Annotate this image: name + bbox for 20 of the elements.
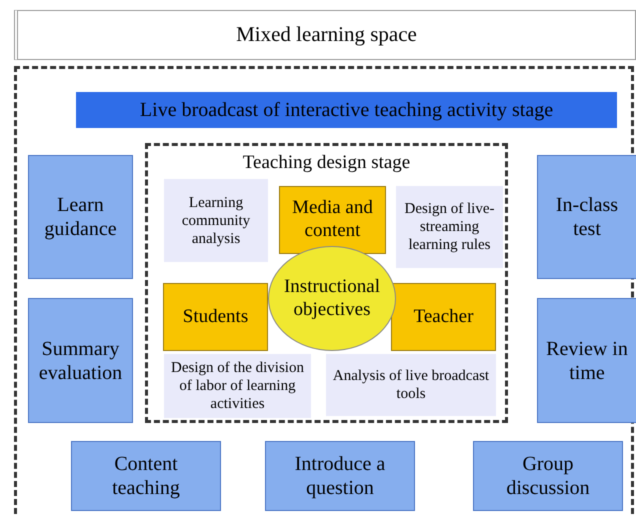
info-box: Design of live-streaming learning rules	[396, 186, 503, 268]
objective-ellipse: Instructional objectives	[268, 246, 396, 351]
element-box: Teacher	[391, 283, 496, 351]
activity-box: Group discussion	[473, 441, 623, 511]
activity-box: Review in time	[537, 298, 636, 423]
activity-box: Summary evaluation	[28, 298, 133, 423]
element-box: Media and content	[279, 186, 386, 254]
element-box: Students	[163, 283, 268, 351]
activity-box: Content teaching	[71, 441, 221, 511]
info-box: Design of the division of labor of learning activities	[164, 354, 311, 418]
stage-banner: Live broadcast of interactive teaching activity stage	[76, 92, 617, 128]
dashed-frame	[14, 66, 634, 514]
dashed-frame	[145, 143, 508, 423]
title-box: Mixed learning space	[14, 10, 636, 60]
activity-box: In-class test	[537, 155, 636, 279]
activity-box: Introduce a question	[265, 441, 415, 511]
stage-title: Teaching design stage	[242, 152, 410, 175]
info-box: Analysis of live broadcast tools	[326, 354, 496, 416]
activity-box: Learn guidance	[28, 155, 133, 279]
info-box: Learning community analysis	[164, 179, 268, 262]
